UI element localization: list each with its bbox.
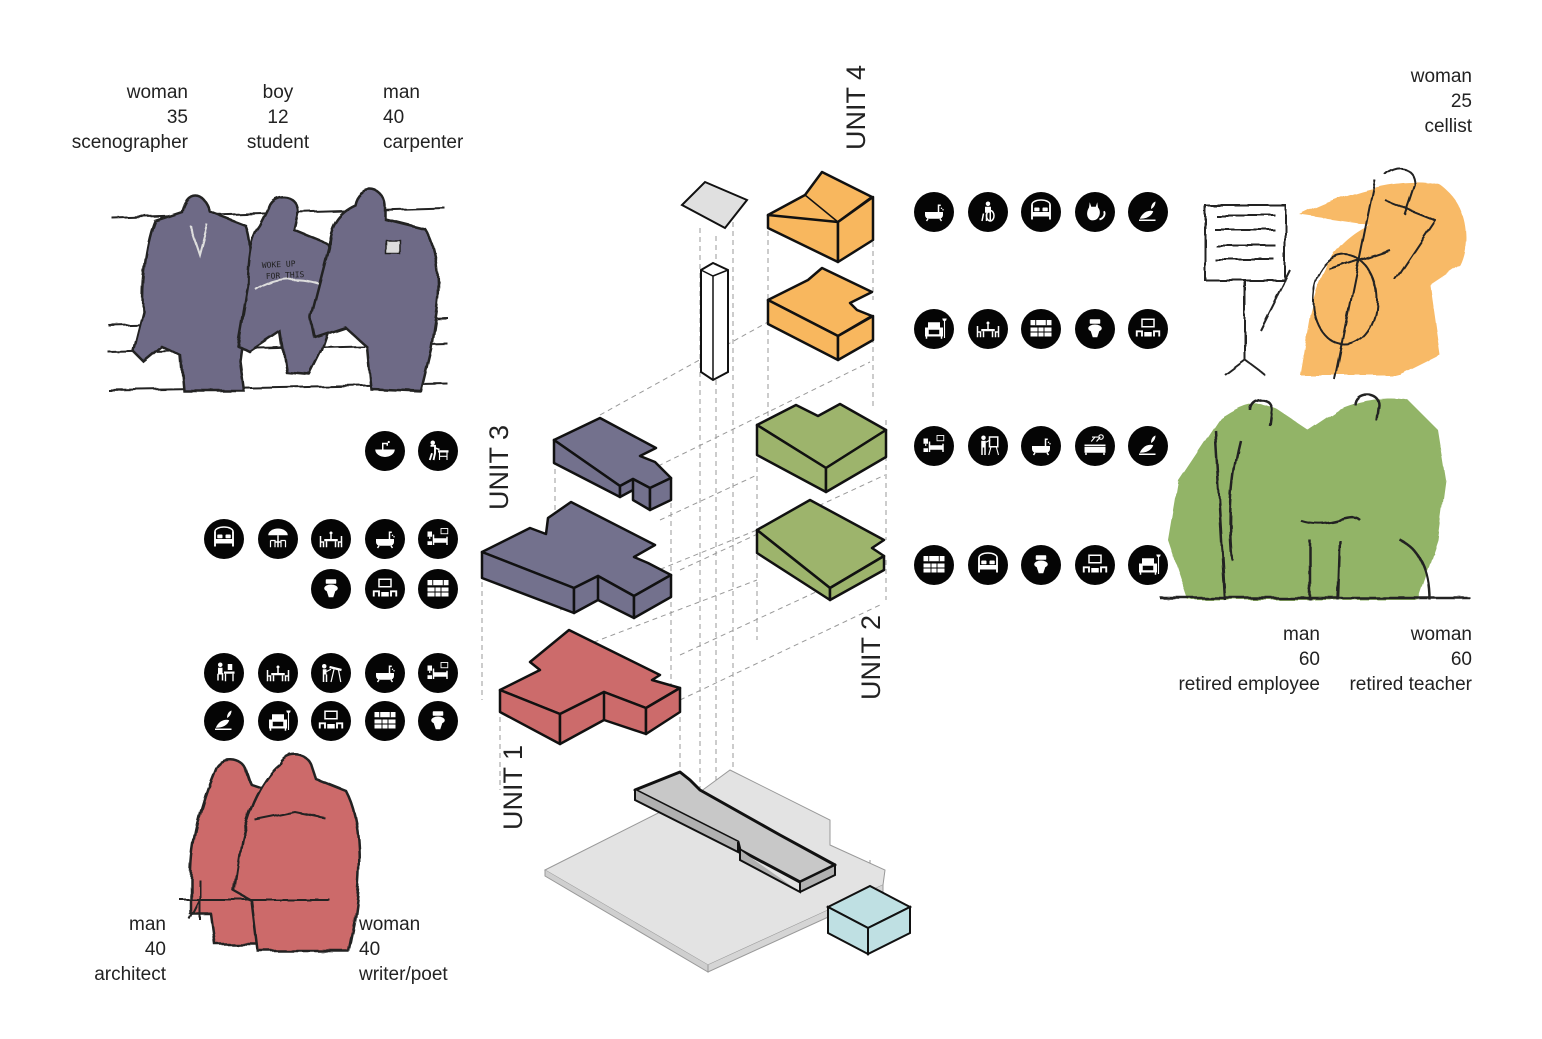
tshirt-text-line1: WOKE UP bbox=[262, 259, 296, 270]
person-label-architect: man 40 architect bbox=[94, 914, 166, 985]
service-block bbox=[825, 884, 913, 956]
unit-1-side bbox=[558, 690, 648, 746]
unit-1-label: UNIT 1 bbox=[498, 745, 528, 830]
unit-4-upper-side bbox=[836, 195, 875, 264]
cellist-color-wash bbox=[1300, 182, 1466, 375]
kitchen-icon bbox=[1021, 309, 1061, 349]
unit-1-volume bbox=[498, 628, 682, 746]
circulation-shaft bbox=[680, 180, 749, 382]
person-label-carpenter: man 40 carpenter bbox=[383, 82, 464, 153]
armchair-icon bbox=[258, 701, 298, 741]
sketch-family-top-left: WOKE UP FOR THIS bbox=[107, 188, 449, 393]
dining-table-icon bbox=[968, 309, 1008, 349]
sketch-retired-couple bbox=[1160, 393, 1470, 601]
sketch-architect-writer bbox=[180, 753, 361, 953]
unit-2-lower-volume bbox=[755, 498, 886, 602]
unit-2-lower-side bbox=[828, 554, 886, 602]
armchair-icon bbox=[1128, 545, 1168, 585]
bed-icon bbox=[968, 545, 1008, 585]
armchair-icon bbox=[914, 309, 954, 349]
kitchen-icon bbox=[365, 701, 405, 741]
sketch-cellist bbox=[1204, 167, 1466, 381]
cat-icon bbox=[1075, 192, 1115, 232]
toilet-icon bbox=[311, 569, 351, 609]
unit-4-label: UNIT 4 bbox=[841, 65, 871, 150]
unit-3-lower-volume bbox=[480, 500, 673, 620]
person-label-writer-poet: woman 40 writer/poet bbox=[359, 914, 448, 985]
dining-table-icon bbox=[258, 653, 298, 693]
bathtub-icon bbox=[914, 192, 954, 232]
gardening-icon bbox=[1128, 192, 1168, 232]
workbench-icon bbox=[418, 431, 458, 471]
toilet-icon bbox=[1075, 309, 1115, 349]
bed-icon bbox=[1021, 192, 1061, 232]
service-block-right bbox=[867, 905, 911, 956]
tv-icon bbox=[365, 569, 405, 609]
patio-umbrella-icon bbox=[258, 519, 298, 559]
sketch-woman-figure bbox=[131, 194, 253, 393]
unit-3-lower-side bbox=[632, 573, 673, 620]
person-label-retired-employee: man 60 retired employee bbox=[1178, 624, 1320, 695]
living-room-icon bbox=[1075, 426, 1115, 466]
drawing-desk-icon bbox=[311, 653, 351, 693]
bedroom-icon bbox=[914, 426, 954, 466]
person-label-cellist: woman 25 cellist bbox=[1410, 66, 1472, 137]
bathtub-icon bbox=[365, 519, 405, 559]
bedroom-icon bbox=[418, 653, 458, 693]
unit-3-upper-side bbox=[648, 476, 673, 512]
tv-icon bbox=[1128, 309, 1168, 349]
unit-2-upper-volume bbox=[755, 402, 888, 494]
corridor-footprint bbox=[633, 770, 837, 894]
painter-icon bbox=[968, 426, 1008, 466]
kitchen-icon bbox=[418, 569, 458, 609]
tv-icon bbox=[1075, 545, 1115, 585]
dining-table-icon bbox=[311, 519, 351, 559]
unit-3-upper-volume bbox=[552, 416, 673, 512]
unit-2-upper-side bbox=[824, 428, 888, 494]
gardening-icon bbox=[1128, 426, 1168, 466]
unit-4-lower-volume bbox=[766, 266, 875, 362]
kitchen-icon bbox=[914, 545, 954, 585]
desk-worker-icon bbox=[204, 653, 244, 693]
unit-3-label: UNIT 3 bbox=[484, 425, 514, 510]
sketch-man-figure bbox=[309, 188, 440, 393]
toilet-icon bbox=[418, 701, 458, 741]
room-icons bbox=[204, 192, 1168, 741]
person-label-student: boy 12 student bbox=[246, 82, 310, 153]
toilet-icon bbox=[1021, 545, 1061, 585]
unit-1-side bbox=[644, 686, 682, 736]
gardening-icon bbox=[204, 701, 244, 741]
person-label-retired-teacher: woman 60 retired teacher bbox=[1349, 624, 1472, 695]
bathtub-icon bbox=[365, 653, 405, 693]
tv-icon bbox=[311, 701, 351, 741]
bedroom-icon bbox=[418, 519, 458, 559]
sink-icon bbox=[365, 431, 405, 471]
unit-3-upper-side bbox=[618, 477, 652, 512]
bathtub-icon bbox=[1021, 426, 1061, 466]
unit-4-lower-side bbox=[836, 314, 875, 362]
bed-icon bbox=[204, 519, 244, 559]
unit-2-label: UNIT 2 bbox=[856, 615, 886, 700]
person-label-scenographer: woman 35 scenographer bbox=[71, 82, 188, 153]
cello-icon bbox=[968, 192, 1008, 232]
retired-couple-color-wash bbox=[1168, 398, 1446, 600]
unit-4-upper-side bbox=[766, 213, 840, 264]
tshirt-text-line2: FOR THIS bbox=[266, 270, 305, 281]
unit-4-upper-volume bbox=[766, 170, 875, 264]
